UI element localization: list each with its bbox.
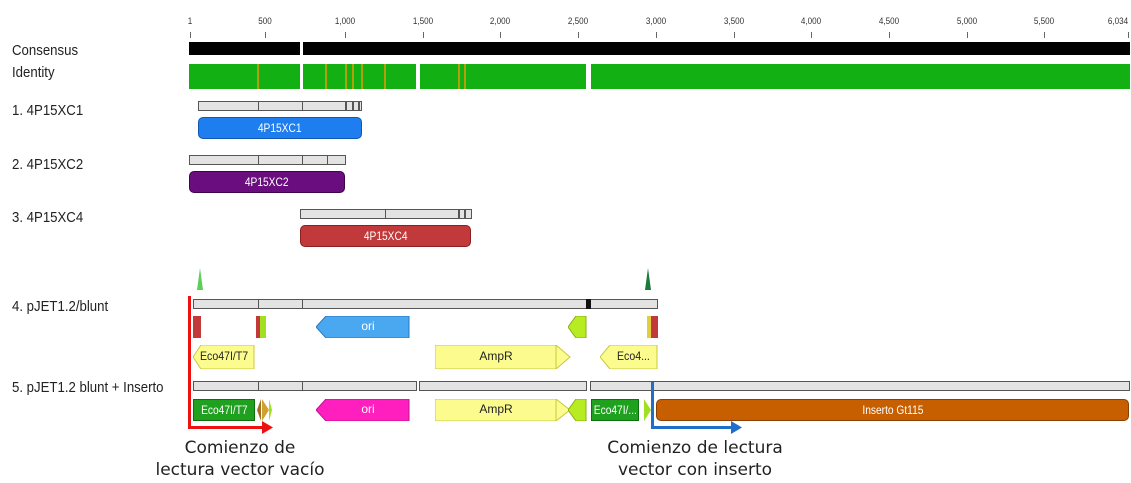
feature-arrow[interactable] [644,399,652,421]
arrow-right-icon [731,421,742,434]
seq-divider [302,299,303,309]
annotation-4p15xc4[interactable]: 4P15XC4 [300,225,471,247]
primer-marker-icon [197,268,203,290]
identity-variation [458,64,460,89]
tick-label: 500 [258,16,272,27]
eco4-feature[interactable] [600,345,658,369]
tick-label: 4,000 [800,16,822,27]
seq-divider [258,155,259,165]
callout-arrow-red [188,296,191,428]
annotation-4p15xc2[interactable]: 4P15XC2 [189,171,345,193]
tick-label: 3,000 [645,16,667,27]
tick-label: 2,500 [567,16,589,27]
identity-variation [345,64,347,89]
sequence-bar-seq2[interactable] [189,155,346,165]
identity-variation [352,64,354,89]
eco47i-feature-seq5-right[interactable]: Eco47I/... [591,399,639,421]
ruler: 1 500 1,000 1,500 2,000 2,500 3,000 3,50… [0,0,1131,40]
callout-arrow-blue [651,426,733,429]
feature-block[interactable] [260,316,266,338]
callout-text-left: Comienzo de lectura vector vacío [155,438,325,480]
feature-arrow[interactable] [568,399,587,421]
sequence-bar-seq1[interactable] [198,101,362,111]
seq-divider [258,381,259,391]
ampr-feature-seq5[interactable] [435,399,571,421]
row-label-seq2[interactable]: 2. 4P15XC2 [12,156,84,173]
identity-variation [325,64,327,89]
primer-marker-icon [645,268,651,290]
row-label-seq5[interactable]: 5. pJET1.2 blunt + Inserto [12,379,164,396]
sequence-bar-seq3[interactable] [300,209,472,219]
eco4-label: Eco4... [617,349,650,363]
seq-divider [586,299,591,309]
eco47i-t7-label: Eco47I/T7 [200,349,249,363]
eco47i-t7-feature-seq5[interactable]: Eco47I/T7 [193,399,255,421]
tick-label: 6,034 [1107,16,1129,27]
seq-divider [327,155,328,165]
sequence-bar-seq4[interactable] [193,299,658,309]
seq-divider [358,101,360,111]
callout-arrow-red [188,426,264,429]
feature-block[interactable] [193,316,201,338]
seq-divider [352,101,354,111]
annotation-4p15xc1[interactable]: 4P15XC1 [198,117,362,139]
seq-divider [302,381,303,391]
row-label-consensus: Consensus [12,42,79,59]
seq-divider [385,209,386,219]
ampr-label-seq5: AmpR [479,402,513,416]
callout-arrow-blue [651,382,654,428]
identity-gap [416,64,420,89]
seq-divider [586,381,591,391]
ori-feature-seq5[interactable] [316,399,410,421]
consensus-bar [189,42,1130,55]
tick-label: 5,000 [956,16,978,27]
insert-gt115-feature[interactable]: Inserto Gt115 [656,399,1129,421]
row-label-seq4[interactable]: 4. pJET1.2/blunt [12,298,109,315]
seq-divider [258,299,259,309]
feature-arrow[interactable] [257,399,273,421]
feature-block[interactable] [651,316,658,338]
seq-divider [416,381,420,391]
ampr-feature[interactable] [435,345,571,369]
ampr-label: AmpR [479,349,513,363]
feature-block[interactable] [256,316,260,338]
tick-label: 5,500 [1033,16,1055,27]
identity-gap [300,64,303,89]
identity-variation [257,64,259,89]
seq-divider [302,155,303,165]
ori-label-seq5: ori [361,402,375,416]
seq-divider [258,101,259,111]
feature-arrow[interactable] [568,316,587,338]
row-label-identity: Identity [12,64,55,81]
tick-label: 2,000 [489,16,511,27]
identity-variation [464,64,466,89]
seq-divider [464,209,466,219]
ori-feature[interactable] [316,316,410,338]
callout-text-right: Comienzo de lectura vector con inserto [607,438,783,480]
tick-label: 1,000 [334,16,356,27]
identity-gap [586,64,591,89]
sequence-bar-seq5[interactable] [193,381,1130,391]
identity-variation [384,64,386,89]
arrow-right-icon [262,421,273,434]
tick-label: 3,500 [723,16,745,27]
seq-divider [458,209,460,219]
consensus-gap [300,42,303,55]
row-label-seq3[interactable]: 3. 4P15XC4 [12,209,84,226]
tick-label: 1,500 [412,16,434,27]
tick-label: 1 [187,16,193,27]
seq-divider [345,101,347,111]
ori-label: ori [361,319,375,333]
row-label-seq1[interactable]: 1. 4P15XC1 [12,102,84,119]
identity-variation [361,64,363,89]
seq-divider [302,101,303,111]
eco47i-t7-feature[interactable] [193,345,255,369]
tick-label: 4,500 [878,16,900,27]
identity-bar [189,64,1130,89]
feature-block[interactable] [647,316,651,338]
